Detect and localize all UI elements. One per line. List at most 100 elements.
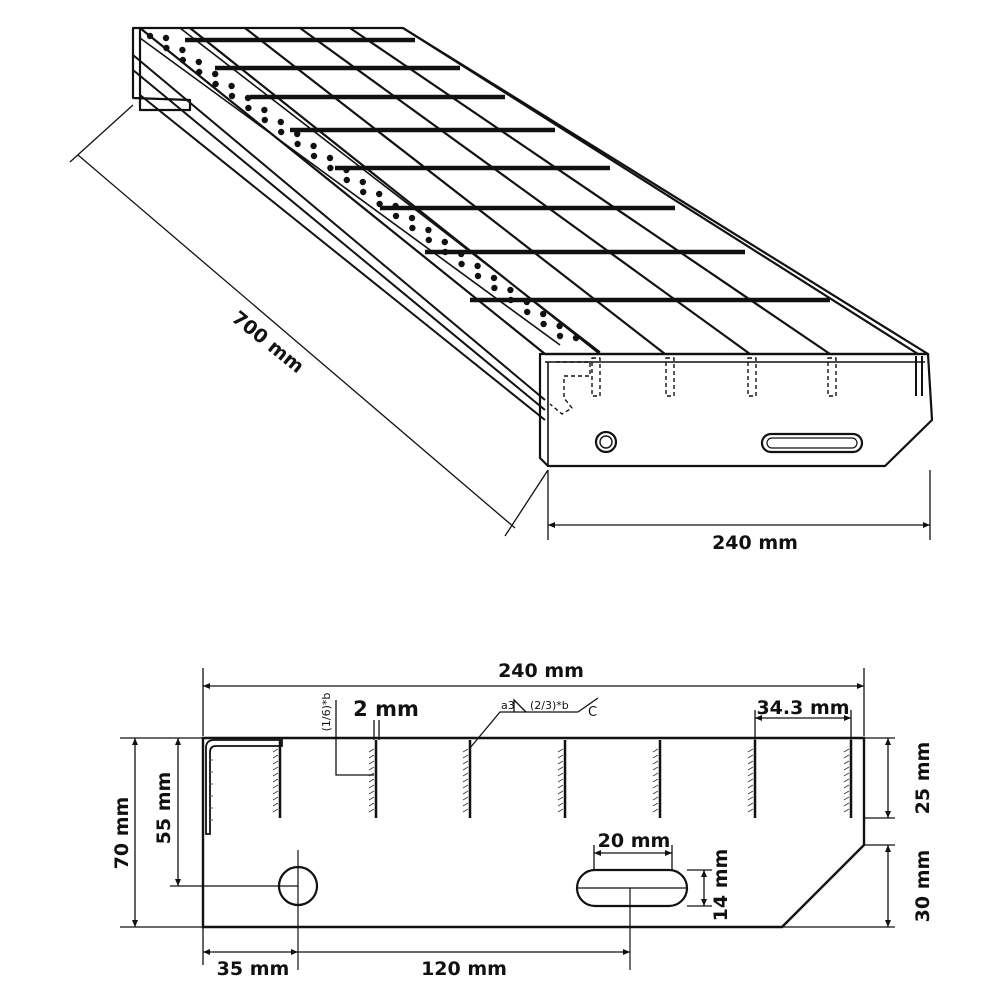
anti-slip-dot: [359, 178, 366, 186]
weld-hatch: [652, 748, 659, 753]
slot-length-label: 20 mm: [598, 830, 671, 852]
arrowhead: [203, 949, 210, 955]
anti-slip-dot: [163, 44, 170, 52]
anti-slip-dot: [261, 106, 268, 114]
side-stringer-edge-2: [132, 69, 546, 411]
weld-hatch: [747, 796, 754, 801]
anti-slip-dot: [458, 250, 465, 258]
anti-slip-dot: [343, 176, 350, 184]
weld-note-top-suffix: (2/3)*b: [530, 699, 569, 712]
nosing-edge-line: [139, 37, 561, 346]
extension-line: [69, 104, 134, 163]
weld-hatch: [747, 754, 754, 759]
anti-slip-dot: [196, 68, 203, 76]
weld-hatch: [843, 802, 850, 807]
weld-hatch: [747, 790, 754, 795]
bar-slot: [665, 357, 675, 397]
dimension-240-top: [547, 470, 931, 540]
weld-hatch: [368, 790, 375, 795]
weld-hatch: [368, 784, 375, 789]
arrowhead: [857, 683, 864, 689]
arrowhead: [885, 845, 891, 852]
weld-hatch: [843, 754, 850, 759]
weld-symbol: C: [588, 705, 597, 720]
weld-hatch: [368, 778, 375, 783]
weld-hatch: [747, 760, 754, 765]
arrowhead: [701, 899, 707, 906]
arrowhead: [885, 920, 891, 927]
anti-slip-dot: [490, 274, 498, 282]
anti-slip-dot: [392, 202, 399, 210]
bearing-bar: [299, 27, 751, 355]
anti-slip-dot: [507, 286, 514, 294]
weld-hatch: [747, 778, 754, 783]
extension-line: [504, 469, 549, 537]
side-stringer-edge-1: [132, 54, 546, 401]
anti-slip-dot: [376, 190, 383, 198]
weld-hatch: [272, 778, 279, 783]
dimension-line: [77, 154, 516, 529]
weld-fillet-symbol: [513, 698, 527, 713]
weld-hatch: [462, 808, 469, 813]
weld-hatch: [462, 748, 469, 753]
anti-slip-dot: [195, 58, 202, 66]
weld-hatch: [462, 754, 469, 759]
anti-slip-dot: [556, 332, 564, 340]
arrowhead: [623, 949, 630, 955]
dimension-700: [69, 104, 549, 537]
weld-hatch: [272, 808, 279, 813]
front-plate-bar-slots: [549, 357, 837, 415]
weld-hatch: [747, 766, 754, 771]
anti-slip-dot: [294, 130, 301, 138]
weld-hatch: [843, 784, 850, 789]
weld-hatch: [747, 784, 754, 789]
bearing-bar: [402, 27, 919, 355]
anti-slip-dot: [572, 334, 580, 342]
mounting-hole: [594, 430, 618, 454]
side-stringer-edge-3: [139, 94, 546, 421]
weld-hatch: [272, 754, 279, 759]
front-end-plate: [538, 352, 934, 468]
anti-slip-dot: [425, 226, 432, 234]
weld-hatch: [462, 766, 469, 771]
anti-slip-dot: [327, 164, 334, 172]
nosing-slot: [549, 361, 591, 415]
weld-hatch: [652, 796, 659, 801]
anti-slip-dot: [474, 262, 481, 270]
weld-hatch: [747, 802, 754, 807]
anti-slip-dot: [244, 94, 252, 102]
weld-hatch: [652, 766, 659, 771]
anti-slip-dot: [277, 118, 284, 126]
weld-hatch: [557, 772, 564, 777]
anti-slip-dot: [294, 140, 301, 148]
dimension-arrows: [132, 522, 930, 955]
weld-hatch: [368, 766, 375, 771]
weld-hatch: [272, 772, 279, 777]
weld-tail: [577, 697, 599, 713]
anti-slip-dot: [474, 272, 482, 280]
anti-slip-dot: [261, 116, 268, 124]
anti-slip-dot: [310, 152, 318, 160]
side-plate-outline: [201, 736, 866, 929]
arrowhead: [885, 811, 891, 818]
weld-hatch: [368, 754, 375, 759]
side-bearing-bars: [272, 740, 853, 818]
weld-hatch: [843, 808, 850, 813]
anti-slip-dot: [360, 188, 367, 196]
weld-hatch: [462, 778, 469, 783]
anti-slip-dot: [162, 34, 170, 42]
anti-slip-dot: [392, 212, 400, 220]
grating-cross-bars: [185, 37, 830, 303]
weld-hatch: [843, 796, 850, 801]
arrowhead: [203, 683, 210, 689]
height-to-holes-label: 55 mm: [153, 772, 175, 845]
weld-hatch: [843, 766, 850, 771]
anti-slip-dots: [146, 32, 580, 342]
weld-hatch: [652, 790, 659, 795]
weld-hatch: [272, 802, 279, 807]
mounting-slot: [760, 432, 864, 454]
weld-hatch: [557, 754, 564, 759]
arrowhead: [132, 738, 138, 745]
